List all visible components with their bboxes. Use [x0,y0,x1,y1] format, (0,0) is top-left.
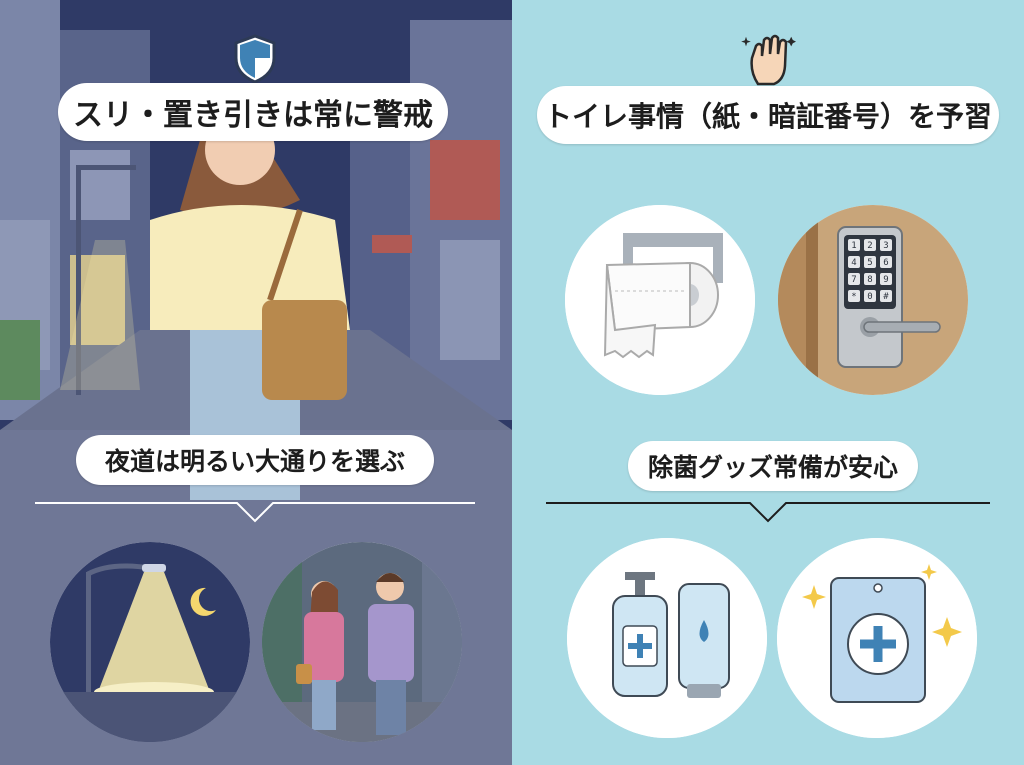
shield-icon [233,34,277,88]
wet-wipes-illustration [777,538,977,738]
right-subheading: 除菌グッズ常備が安心 [628,441,918,491]
keypad-key-4: 4 [851,258,856,268]
keypad-key-2: 2 [867,241,872,251]
sparkle-icon [932,617,962,647]
keypad-key-6: 6 [883,258,888,268]
keypad-key-#: # [883,292,889,302]
keypad-key-7: 7 [851,275,856,285]
right-panel-toilet-prep: トイレ事情（紙・暗証番号）を予習 [512,0,1024,765]
toilet-paper-illustration [565,205,755,395]
right-heading: トイレ事情（紙・暗証番号）を予習 [537,86,999,144]
sparkle-icon [802,585,826,609]
left-subheading: 夜道は明るい大通りを選ぶ [76,435,434,485]
keypad-key-3: 3 [883,241,888,251]
keypad-keys [848,239,892,302]
keypad-key-1: 1 [851,241,856,251]
keypad-key-9: 9 [883,275,888,285]
sanitizer-bottles-illustration [567,538,767,738]
left-heading: スリ・置き引きは常に警戒 [58,83,448,141]
left-panel-night-safety: スリ・置き引きは常に警戒 夜道は明るい大通りを選ぶ [0,0,512,765]
keypad-key-8: 8 [867,275,872,285]
couple-walking-illustration [262,542,462,742]
street-lamp-night-illustration [50,542,250,742]
keypad-key-5: 5 [867,258,872,268]
right-divider [546,502,990,523]
keypad-key-*: * [851,292,856,302]
left-divider [35,502,475,523]
raised-hand-icon [740,32,800,92]
keypad-key-0: 0 [867,292,872,302]
sparkle-icon [921,564,937,580]
moon-icon [190,587,216,616]
keypad-lock-illustration: 1 2 3 4 5 6 7 8 9 * 0 # [778,205,968,395]
